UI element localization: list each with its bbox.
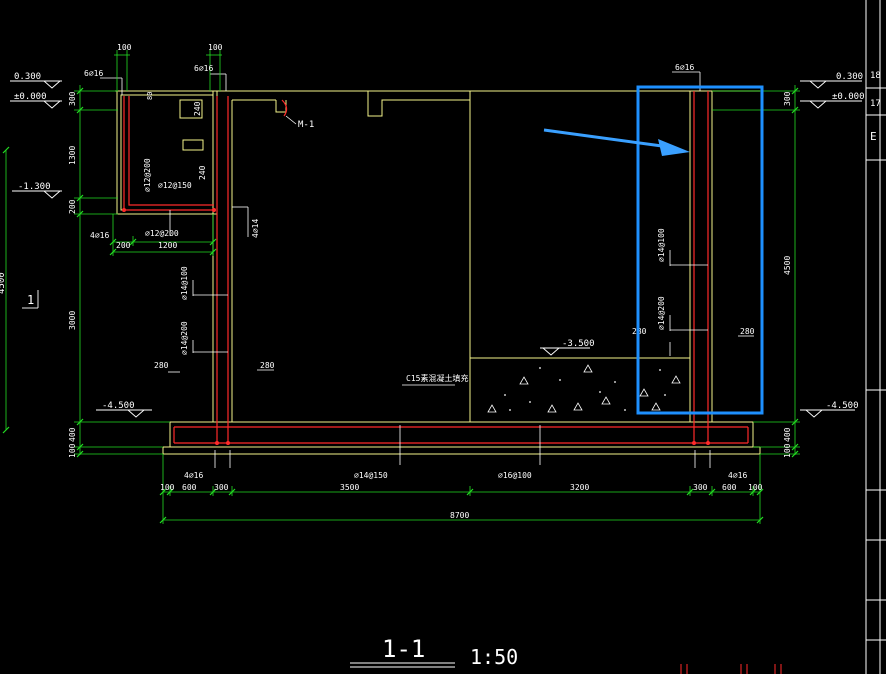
title-underline: [350, 662, 455, 668]
rebar-label: ⌀14@200: [657, 296, 666, 330]
thickness-label: 280: [260, 361, 275, 370]
rebar-label: ⌀16@100: [498, 471, 532, 480]
dimension-label: 400: [783, 427, 792, 442]
dimension-label: 240: [193, 101, 202, 116]
rebar-label: 6⌀16: [675, 63, 694, 72]
level-label: -4.500: [826, 401, 859, 411]
rebar-label: ⌀14@200: [180, 321, 189, 355]
dimension-label: 1300: [68, 146, 77, 165]
dimension-label: 400: [68, 427, 77, 442]
dimension-label: 1200: [158, 241, 177, 250]
dimension-ticks: [2, 87, 799, 524]
fill-note: C15素混凝土填充: [406, 373, 468, 383]
level-label: 0.300: [14, 72, 41, 82]
thickness-label: 280: [154, 361, 169, 370]
rebar-dots: [122, 208, 710, 445]
level-label: -1.300: [18, 182, 51, 192]
stray-marks: [680, 664, 782, 674]
dimension-label: 600: [182, 483, 197, 492]
rebar-lines: [123, 91, 749, 445]
dimension-lines: [5, 50, 800, 524]
dimension-label: 200: [116, 241, 131, 250]
door-label: M-1: [298, 120, 314, 130]
level-label: -4.500: [102, 401, 135, 411]
dimension-label: 80: [146, 92, 154, 100]
dimension-label: 8700: [450, 511, 469, 520]
section-title: 1-1: [382, 635, 425, 663]
dimension-label: 100: [117, 43, 132, 52]
level-symbols: [10, 80, 862, 418]
rebar-label: ⌀14@150: [354, 471, 388, 480]
left-edge-fragment: 4500: [0, 272, 7, 294]
dimension-label: 3000: [68, 311, 77, 330]
dimension-label: 200: [68, 199, 77, 214]
section-scale: 1:50: [470, 645, 518, 669]
rebar-label: 4⌀16: [184, 471, 203, 480]
level-label: 0.300: [836, 72, 863, 82]
fill-hatch: [487, 364, 681, 413]
level-label: ±0.000: [832, 92, 865, 102]
leader-lines: [100, 71, 754, 468]
dimension-label: 100: [783, 443, 792, 458]
level-label: -3.500: [562, 339, 595, 349]
rebar-label: ⌀14@100: [180, 266, 189, 300]
dimension-label: 3200: [570, 483, 589, 492]
dimension-label: 100: [68, 443, 77, 458]
dimension-label: 100: [748, 483, 763, 492]
side-marker-label: 1: [27, 293, 34, 307]
dimension-label: 100: [160, 483, 175, 492]
dimension-label: 300: [68, 91, 77, 106]
dimension-label: 240: [198, 165, 207, 180]
rebar-label: 6⌀16: [84, 69, 103, 78]
highlight-arrow: [543, 128, 690, 156]
dimension-label: 300: [214, 483, 229, 492]
dimension-label: 100: [208, 43, 223, 52]
rebar-label: ⌀12@150: [158, 181, 192, 190]
rebar-label: ⌀14@100: [657, 228, 666, 262]
title-block-fragment: E: [870, 130, 877, 143]
dimension-label: 600: [722, 483, 737, 492]
rebar-label: 4⌀16: [90, 231, 109, 240]
side-marker: [22, 290, 39, 309]
dimension-label: 3500: [340, 483, 359, 492]
rebar-label: ⌀12@200: [143, 158, 152, 192]
title-block-strip: [865, 0, 886, 674]
title-block-fragment: 17: [870, 99, 881, 109]
level-label: ±0.000: [14, 92, 47, 102]
dimension-label: 4500: [783, 256, 792, 275]
fill-dots: [504, 367, 666, 411]
rebar-label: 4⌀14: [251, 219, 260, 238]
rebar-label: ⌀12@200: [145, 229, 179, 238]
highlight-box: [636, 85, 764, 415]
title-block-fragment: 18: [870, 71, 881, 81]
dimension-label: 300: [693, 483, 708, 492]
rebar-label: 4⌀16: [728, 471, 747, 480]
dimension-label: 300: [783, 91, 792, 106]
rebar-label: 6⌀16: [194, 64, 213, 73]
thickness-label: 280: [740, 327, 755, 336]
